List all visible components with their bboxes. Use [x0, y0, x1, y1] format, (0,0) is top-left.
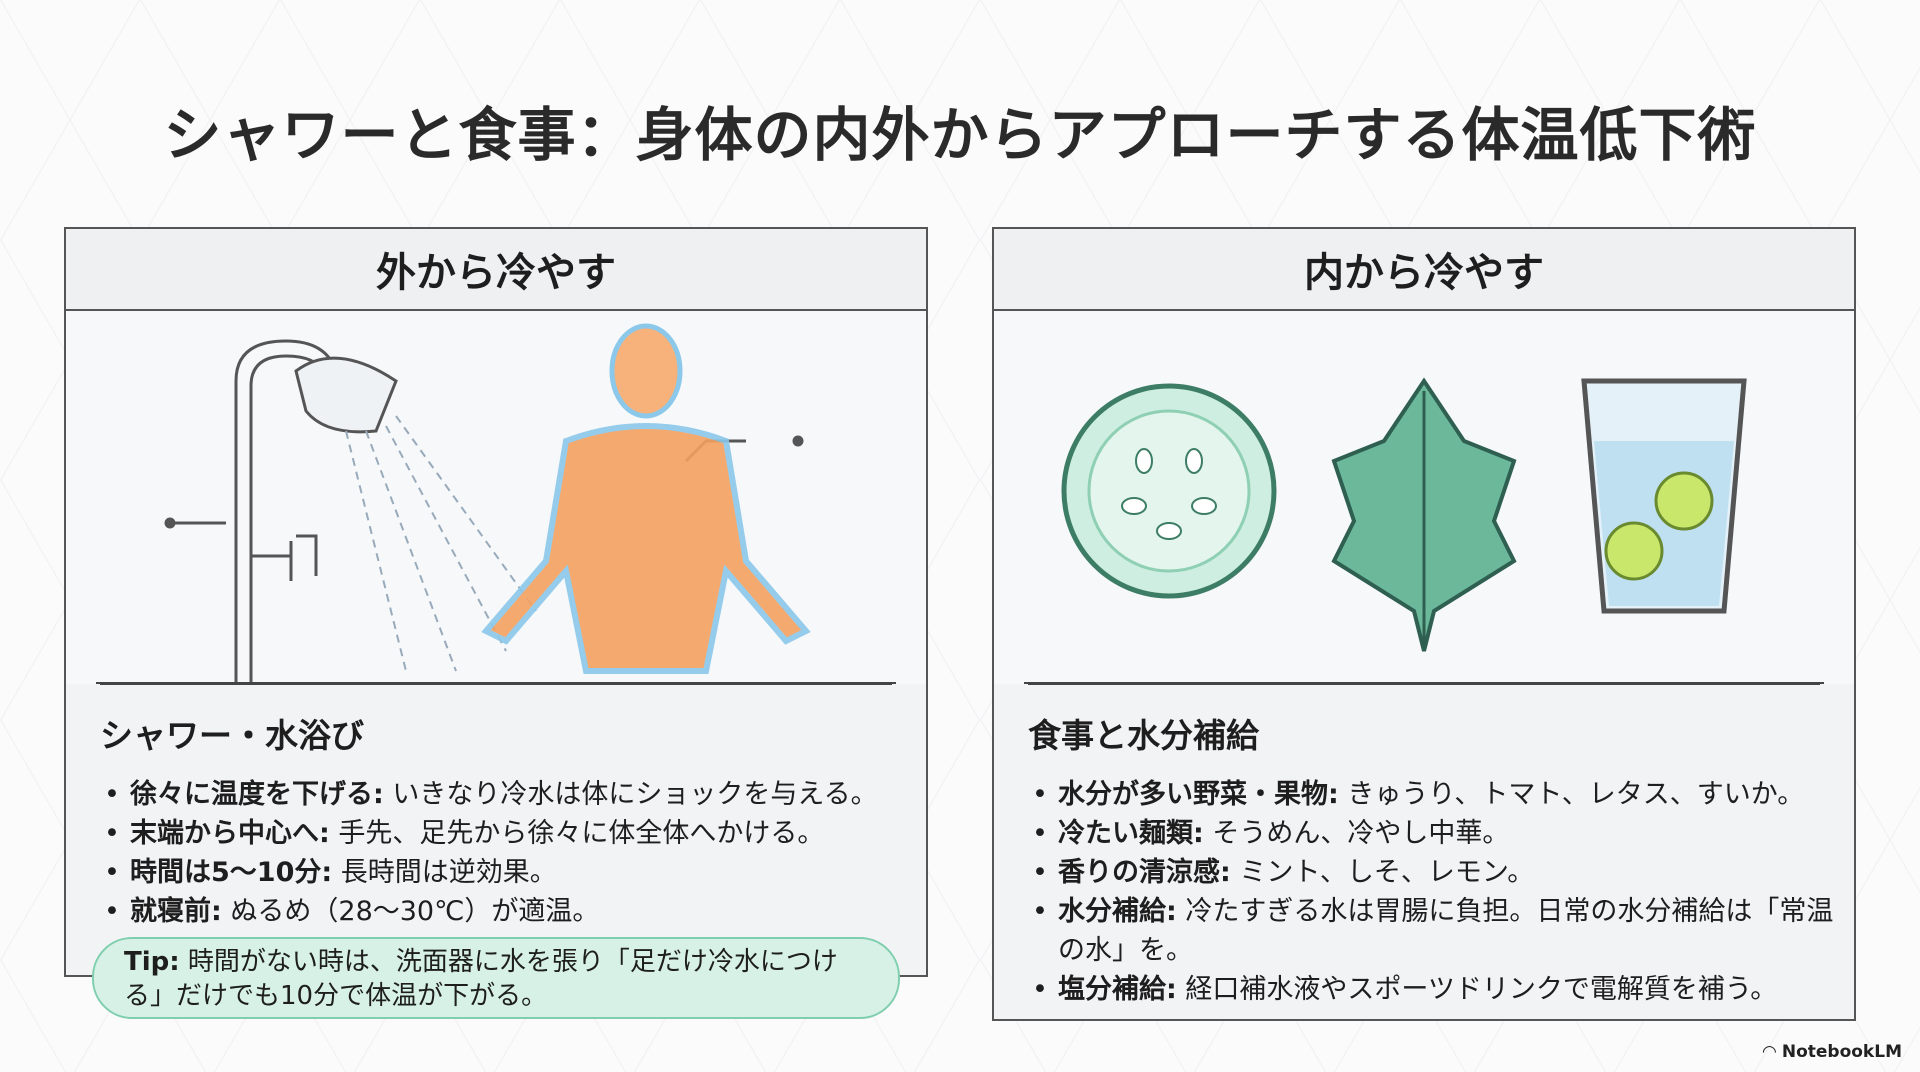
page-title: シャワーと食事：身体の内外からアプローチする体温低下術: [163, 101, 1757, 169]
food-drink-illustration: [994, 311, 1854, 684]
list-item: 水分補給: 冷たすぎる水は胃腸に負担。日常の水分補給は「常温の水」を。: [1028, 892, 1834, 970]
notebooklm-icon: ◠: [1762, 1042, 1782, 1062]
list-item: 香りの清涼感: ミント、しそ、レモン。: [1028, 853, 1834, 892]
tips-list: 水分が多い野菜・果物: きゅうり、トマト、レタス、すいか。 冷たい麺類: そうめ…: [1028, 775, 1834, 1009]
list-item: 水分が多い野菜・果物: きゅうり、トマト、レタス、すいか。: [1028, 775, 1834, 814]
notebooklm-logo: ◠ NotebookLM: [1762, 1042, 1902, 1062]
list-item: 就寝前: ぬるめ（28〜30℃）が適温。: [100, 892, 906, 931]
section-subtitle: 食事と水分補給: [1028, 716, 1259, 755]
human-body-icon: [481, 323, 811, 674]
internal-cooling-panel: 内から冷やす 食事と水分補給 水分が多い野菜・果物: きゅうり、ト: [992, 227, 1856, 1021]
cucumber-icon: [1061, 383, 1277, 599]
tip-callout: Tip: 時間がない時は、洗面器に水を張り「足だけ冷水につける」だけでも10分で…: [92, 937, 900, 1019]
divider: [100, 683, 892, 685]
list-item: 末端から中心へ: 手先、足先から徐々に体全体へかける。: [100, 814, 906, 853]
tips-list: 徐々に温度を下げる: いきなり冷水は体にショックを与える。 末端から中心へ: 手…: [100, 775, 906, 931]
mint-leaf-icon: [1331, 377, 1517, 652]
iced-water-glass-icon: [1581, 378, 1747, 614]
shower-body-illustration: [66, 311, 926, 684]
list-item: 時間は5〜10分: 長時間は逆効果。: [100, 853, 906, 892]
divider: [1028, 683, 1820, 685]
list-item: 徐々に温度を下げる: いきなり冷水は体にショックを与える。: [100, 775, 906, 814]
list-item: 塩分補給: 経口補水液やスポーツドリンクで電解質を補う。: [1028, 970, 1834, 1009]
section-subtitle: シャワー・水浴び: [100, 716, 364, 755]
panel-header: 外から冷やす: [66, 229, 926, 311]
list-item: 冷たい麺類: そうめん、冷やし中華。: [1028, 814, 1834, 853]
external-cooling-panel: 外から冷やす シャワー・水浴び 徐々に温度を下げる: いきなり冷水: [64, 227, 928, 977]
panel-header: 内から冷やす: [994, 229, 1854, 311]
